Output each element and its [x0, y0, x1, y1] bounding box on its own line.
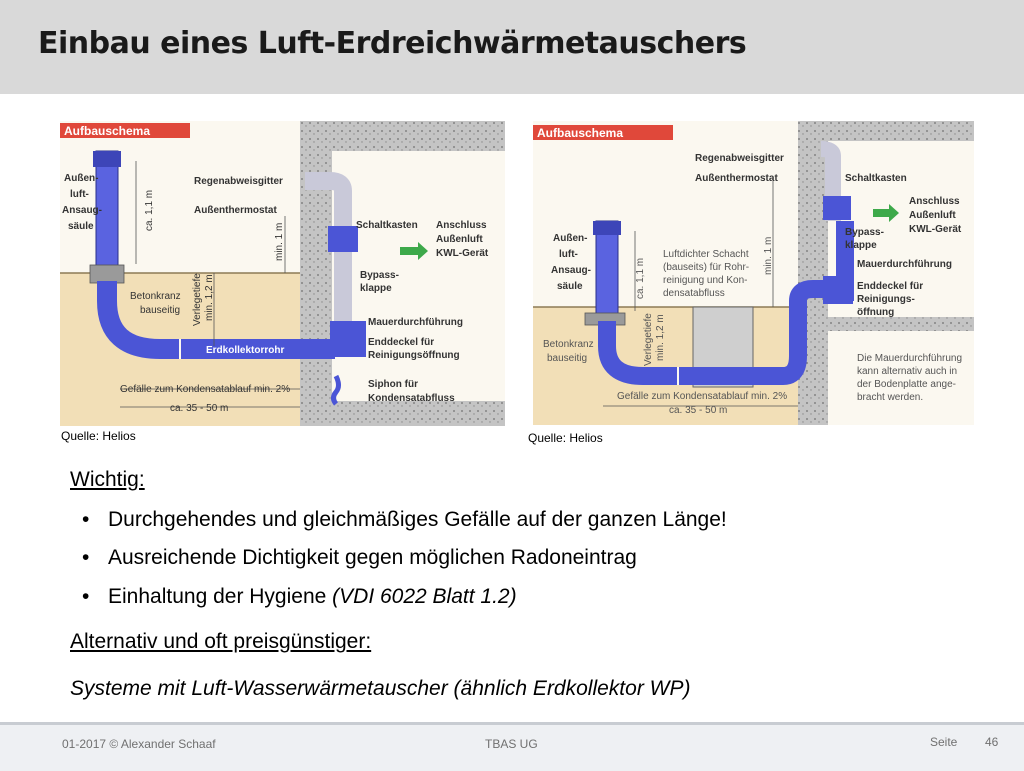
svg-text:Regenabweisgitter: Regenabweisgitter [695, 153, 784, 164]
diagram-right: Aufbauschema Regenabweisgitter Außenther… [533, 121, 974, 425]
svg-text:Außenthermostat: Außenthermostat [194, 205, 277, 216]
svg-text:KWL-Gerät: KWL-Gerät [436, 248, 489, 259]
alternative-text: Systeme mit Luft-Wasserwärmetauscher (äh… [70, 677, 691, 700]
source-left: Quelle: Helios [61, 429, 136, 443]
footer-page-number: 46 [985, 735, 999, 749]
svg-text:Siphon für: Siphon für [368, 379, 418, 390]
svg-text:Betonkranz: Betonkranz [130, 291, 181, 302]
svg-text:Ansaug-: Ansaug- [62, 205, 102, 216]
svg-text:ca. 1,1 m: ca. 1,1 m [144, 190, 155, 231]
svg-text:Verlegetiefe: Verlegetiefe [643, 313, 654, 366]
svg-text:Anschluss: Anschluss [436, 220, 487, 231]
svg-text:Außen-: Außen- [553, 233, 587, 244]
svg-text:Mauerdurchführung: Mauerdurchführung [857, 259, 952, 270]
svg-text:Bypass-: Bypass- [360, 270, 399, 281]
svg-text:Gefälle zum Kondensatablauf mi: Gefälle zum Kondensatablauf min. 2% [617, 391, 787, 402]
building-wall [300, 121, 332, 426]
svg-text:Bypass-: Bypass- [845, 227, 884, 238]
svg-text:Schaltkasten: Schaltkasten [356, 220, 418, 231]
svg-text:min. 1 m: min. 1 m [274, 223, 285, 261]
svg-text:Reinigungsöffnung: Reinigungsöffnung [368, 350, 460, 361]
svg-text:Erdkollektorrohr: Erdkollektorrohr [206, 345, 284, 356]
svg-text:reinigung und Kon-: reinigung und Kon- [663, 275, 748, 286]
svg-text:min. 1,2 m: min. 1,2 m [655, 314, 666, 361]
svg-text:Regenabweisgitter: Regenabweisgitter [194, 176, 283, 187]
page-title: Einbau eines Luft-Erdreichwärmetauschers [38, 26, 747, 61]
svg-text:Schaltkasten: Schaltkasten [845, 173, 907, 184]
svg-text:Luftdichter Schacht: Luftdichter Schacht [663, 249, 749, 260]
alternative-heading: Alternativ und oft preisgünstiger: [70, 630, 372, 653]
inner-pipe [305, 172, 352, 351]
svg-text:min. 1 m: min. 1 m [763, 237, 774, 275]
svg-text:bracht werden.: bracht werden. [857, 392, 923, 403]
flow-arrow [400, 242, 428, 260]
svg-text:Mauerdurchführung: Mauerdurchführung [368, 317, 463, 328]
svg-text:klappe: klappe [845, 240, 877, 251]
svg-text:ca. 35 - 50 m: ca. 35 - 50 m [170, 403, 228, 414]
bullet-1: •Durchgehendes und gleichmäßiges Gefälle… [82, 508, 727, 531]
footer-page-label: Seite [930, 735, 958, 749]
diagram-header: Aufbauschema [64, 124, 150, 138]
important-heading: Wichtig: [70, 468, 145, 491]
svg-text:Betonkranz: Betonkranz [543, 339, 594, 350]
svg-text:ca. 35 - 50 m: ca. 35 - 50 m [669, 405, 727, 416]
svg-text:ca. 1,1 m: ca. 1,1 m [635, 258, 646, 299]
svg-text:Außenthermostat: Außenthermostat [695, 173, 778, 184]
footer-company: TBAS UG [485, 737, 538, 751]
svg-text:der Bodenplatte ange-: der Bodenplatte ange- [857, 379, 956, 390]
header-box [60, 123, 190, 138]
flow-arrow [873, 204, 899, 222]
soil-area [533, 307, 798, 425]
svg-text:luft-: luft- [70, 189, 89, 200]
svg-text:Anschluss: Anschluss [909, 196, 960, 207]
svg-text:Ansaug-: Ansaug- [551, 265, 591, 276]
svg-text:klappe: klappe [360, 283, 392, 294]
bullet-3: •Einhaltung der Hygiene (VDI 6022 Blatt … [82, 585, 517, 608]
svg-text:min. 1,2 m: min. 1,2 m [204, 274, 215, 321]
svg-text:(bauseits) für Rohr-: (bauseits) für Rohr- [663, 262, 749, 273]
svg-text:bauseitig: bauseitig [140, 305, 180, 316]
svg-text:Enddeckel für: Enddeckel für [368, 337, 434, 348]
svg-text:densatabfluss: densatabfluss [663, 288, 725, 299]
svg-text:säule: säule [557, 281, 583, 292]
intake-column [595, 220, 619, 322]
collector-pipe [97, 281, 335, 359]
svg-text:Außenluft: Außenluft [436, 234, 483, 245]
footer-bar [0, 722, 1024, 771]
diagram-header: Aufbauschema [537, 126, 623, 140]
svg-text:Enddeckel für: Enddeckel für [857, 281, 923, 292]
svg-text:Die Mauerdurchführung: Die Mauerdurchführung [857, 353, 962, 364]
svg-text:Außenluft: Außenluft [909, 210, 956, 221]
footer-author: 01-2017 © Alexander Schaaf [62, 737, 216, 751]
svg-text:säule: säule [68, 221, 94, 232]
svg-text:Gefälle zum Kondensatablauf mi: Gefälle zum Kondensatablauf min. 2% [120, 384, 290, 395]
svg-text:KWL-Gerät: KWL-Gerät [909, 224, 962, 235]
svg-text:Verlegetiefe: Verlegetiefe [192, 273, 203, 326]
source-right: Quelle: Helios [528, 431, 603, 445]
inner-pipe [820, 141, 841, 221]
diagram-left: Aufbauschema Außen- luft- Ansaug- säule … [60, 121, 505, 426]
svg-text:luft-: luft- [559, 249, 578, 260]
bullet-2: •Ausreichende Dichtigkeit gegen mögliche… [82, 546, 637, 569]
svg-text:Kondensatabfluss: Kondensatabfluss [368, 393, 455, 404]
svg-text:bauseitig: bauseitig [547, 353, 587, 364]
svg-text:Reinigungs-: Reinigungs- [857, 294, 915, 305]
title-bar [0, 0, 1024, 94]
svg-text:öffnung: öffnung [857, 307, 894, 318]
svg-text:kann alternativ auch in: kann alternativ auch in [857, 366, 957, 377]
building-wall [798, 121, 828, 425]
header-box [533, 125, 673, 140]
svg-text:Außen-: Außen- [64, 173, 98, 184]
